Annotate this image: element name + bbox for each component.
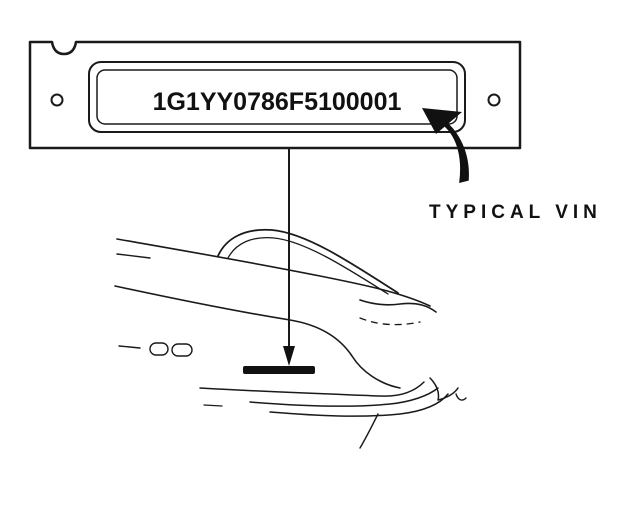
door-edge-curl [455,393,467,401]
fender-curve [359,299,437,313]
hood-line [114,285,401,389]
windshield-frame-inner [227,237,389,295]
cowl-top-edge [116,238,431,307]
windshield-frame [217,228,399,294]
typical-vin-label: TYPICAL VIN [429,202,602,223]
plate-outline [28,40,522,150]
lower-short-dash [203,404,223,407]
vehicle-sketch [114,228,467,449]
sill-line-lower [269,393,449,417]
plate-window-inner [96,69,458,125]
sill-line-upper [249,387,439,407]
vent-dash [118,345,141,349]
door-edge-flourish [429,377,459,401]
vent-slot-left [149,342,169,356]
plate-window-outer [88,61,466,133]
callout-arrow [422,108,469,183]
arrow-head [422,108,462,134]
mounting-hole-right [487,93,501,107]
vent-slot-right [171,343,193,357]
fender-dashes [359,317,421,326]
vin-number: 1G1YY0786F5100001 [153,88,402,116]
vin-plate: 1G1YY0786F5100001 [28,40,522,150]
location-pointer [243,148,315,374]
vin-location-mark [243,366,315,374]
lower-diagonal [359,413,379,449]
cowl-short-dash [116,253,151,259]
pointer-arrowhead [283,346,295,366]
mounting-hole-left [50,93,64,107]
lower-body-line [199,381,425,397]
